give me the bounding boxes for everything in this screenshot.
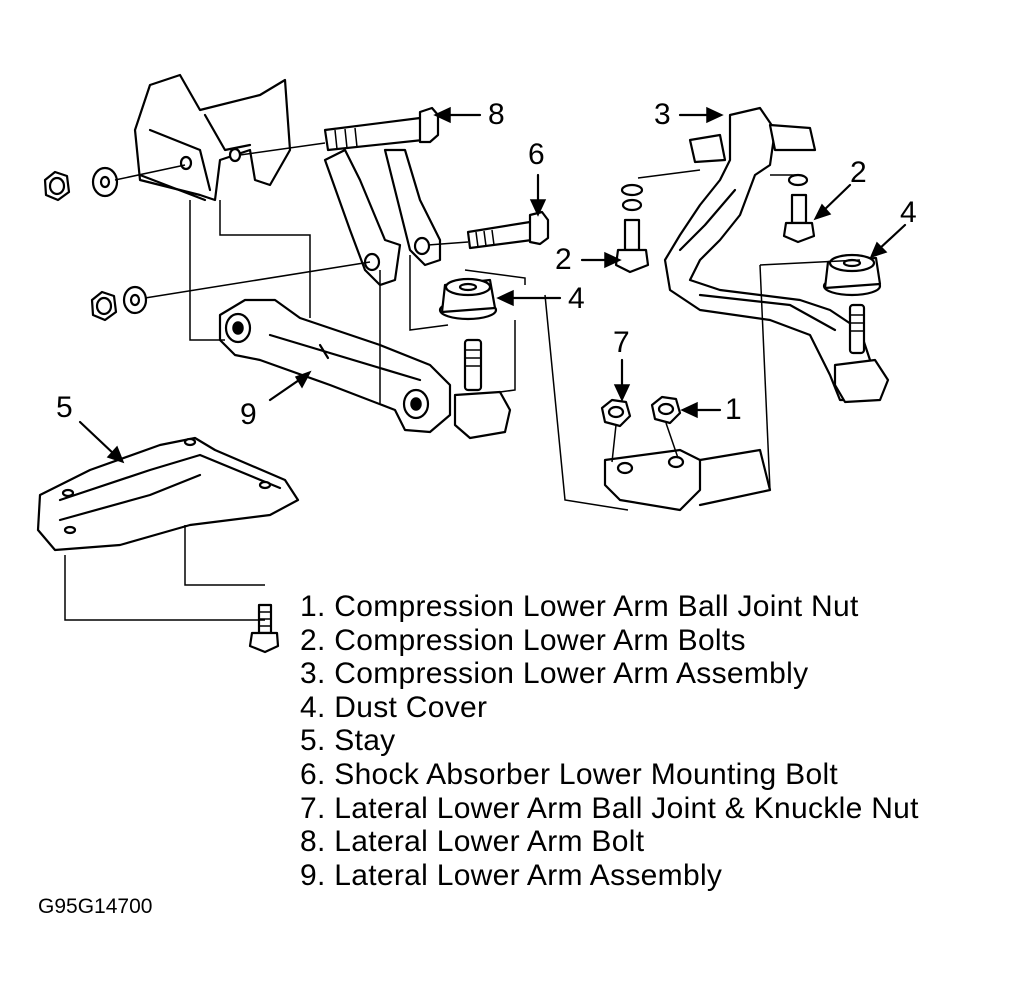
- legend-item: 6. Shock Absorber Lower Mounting Bolt: [300, 757, 839, 791]
- shock-absorber-lower: [323, 148, 442, 287]
- callout-6: 6: [528, 138, 545, 171]
- stay-plate: [36, 436, 300, 552]
- stay-bolt: [248, 603, 280, 654]
- lateral-lower-arm-bolt: [323, 106, 440, 152]
- callout-2-right: 2: [850, 156, 867, 189]
- legend-item: 1. Compression Lower Arm Ball Joint Nut: [300, 590, 859, 623]
- callout-arrows: [78, 106, 907, 464]
- ball-joint-nut: [650, 395, 682, 425]
- dust-cover-right: [822, 253, 882, 297]
- legend-item: 3. Compression Lower Arm Assembly: [300, 657, 809, 691]
- knuckle-bracket: [603, 448, 772, 512]
- nut-washer-upper-left: [43, 166, 119, 202]
- dust-cover-center: [438, 277, 498, 321]
- figure-code: G95G14700: [38, 895, 153, 918]
- shock-absorber-bolt: [466, 210, 550, 250]
- legend-item: 2. Compression Lower Arm Bolts: [300, 623, 746, 657]
- parts-legend: 1. Compression Lower Arm Ball Joint Nut …: [300, 590, 919, 892]
- callout-5: 5: [56, 391, 73, 424]
- nut-washer-lower-left: [90, 285, 148, 322]
- legend-item: 4. Dust Cover: [300, 690, 488, 724]
- callout-1: 1: [725, 393, 742, 426]
- compression-arm-bolt-left: [614, 183, 650, 274]
- callout-9: 9: [240, 398, 257, 431]
- body-mounting-bracket: [133, 73, 292, 202]
- legend-item: 9. Lateral Lower Arm Assembly: [300, 858, 723, 892]
- legend-item: 7. Lateral Lower Arm Ball Joint & Knuckl…: [300, 791, 919, 825]
- callout-7: 7: [613, 326, 630, 359]
- callout-3: 3: [654, 98, 671, 131]
- legend-item: 8. Lateral Lower Arm Bolt: [300, 825, 645, 859]
- callout-4-right: 4: [900, 196, 917, 229]
- alignment-lines: [64, 142, 861, 621]
- callout-8: 8: [488, 98, 505, 131]
- callout-4-center: 4: [568, 282, 585, 315]
- knuckle-nut: [600, 398, 632, 428]
- compression-arm-bolt-right: [782, 173, 816, 244]
- lateral-arm-ball-joint: [453, 338, 512, 440]
- lateral-lower-arm: [218, 298, 452, 434]
- compression-lower-arm: [663, 106, 890, 404]
- legend-item: 5. Stay: [300, 724, 396, 758]
- callout-2-left: 2: [555, 243, 572, 276]
